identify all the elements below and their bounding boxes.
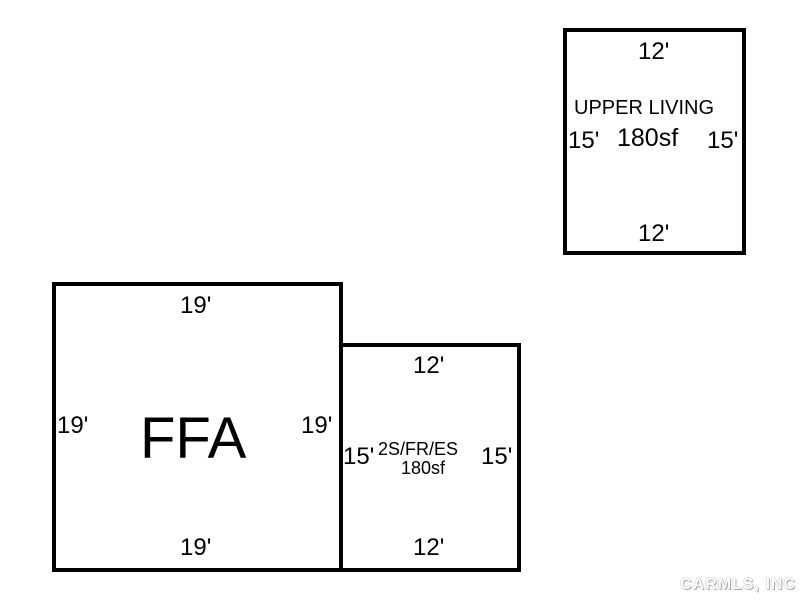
upper-living-top-dimension: 12' bbox=[638, 38, 670, 65]
upper-living-room-name: UPPER LIVING bbox=[574, 97, 715, 119]
watermark-text: CARMLS, INC bbox=[680, 576, 796, 593]
ffa-bottom-dimension: 19' bbox=[180, 534, 212, 561]
ffa-room bbox=[52, 282, 343, 572]
ffa-left-dimension: 19' bbox=[57, 412, 89, 439]
upper-living-area: 180sf bbox=[617, 124, 679, 152]
two-story-room bbox=[339, 343, 521, 572]
upper-living-room bbox=[563, 28, 746, 255]
ffa-right-dimension: 19' bbox=[301, 412, 333, 439]
two-story-top-dimension: 12' bbox=[413, 352, 445, 379]
two-story-bottom-dimension: 12' bbox=[413, 534, 445, 561]
ffa-room-name: FFA bbox=[140, 406, 247, 471]
upper-living-right-dimension: 15' bbox=[707, 127, 739, 154]
two-story-area: 180sf bbox=[401, 458, 446, 478]
two-story-left-dimension: 15' bbox=[343, 443, 375, 470]
two-story-right-dimension: 15' bbox=[481, 443, 513, 470]
upper-living-left-dimension: 15' bbox=[568, 127, 600, 154]
upper-living-bottom-dimension: 12' bbox=[638, 220, 670, 247]
ffa-top-dimension: 19' bbox=[180, 292, 212, 319]
two-story-room-name: 2S/FR/ES bbox=[378, 439, 459, 459]
